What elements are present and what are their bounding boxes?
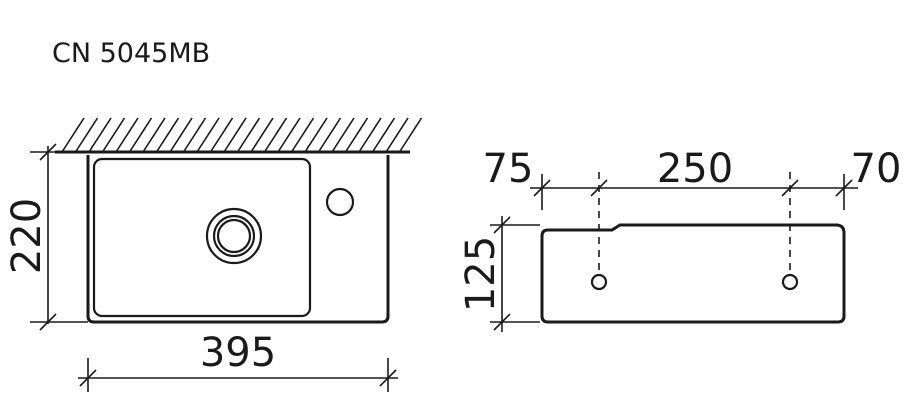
hatch-line [250, 117, 274, 153]
basin-outline [86, 155, 390, 324]
hatch-line [61, 117, 85, 153]
hatch-line [209, 117, 234, 153]
drain-core-icon [216, 218, 252, 254]
depth-label: 220 [4, 198, 50, 274]
width-label: 395 [200, 330, 276, 376]
wall-hatch [61, 117, 423, 153]
hatch-line [155, 117, 180, 153]
tick-hole-left [590, 179, 608, 197]
left-offset-label: 75 [483, 146, 534, 192]
tap-hole-icon [325, 187, 355, 217]
width-tick-left [79, 369, 97, 387]
top-view: 220 395 [4, 117, 423, 392]
hatch-line [74, 117, 99, 153]
hatch-line [304, 117, 328, 153]
hatch-line [101, 117, 126, 153]
height-label: 125 [458, 236, 504, 312]
hatch-line [263, 117, 288, 153]
drain-outer-icon [205, 207, 263, 265]
tick-right-edge [835, 179, 853, 197]
mounting-hole-right-icon [781, 273, 799, 291]
depth-tick-bottom [39, 313, 57, 331]
hatch-line [317, 117, 342, 153]
side-body-outline [540, 223, 846, 324]
hatch-line [115, 117, 139, 153]
hatch-line [169, 117, 193, 153]
hatch-line [128, 117, 153, 153]
side-view: 75 250 70 125 [458, 146, 901, 332]
basin-bowl [92, 157, 312, 318]
hatch-line [142, 117, 166, 153]
height-tick-bottom [493, 313, 511, 331]
hatch-line [398, 117, 423, 153]
hatch-line [88, 117, 112, 153]
hatch-line [358, 117, 382, 153]
mounting-hole-left-icon [590, 273, 608, 291]
right-offset-label: 70 [851, 146, 902, 192]
width-tick-right [379, 369, 397, 387]
depth-tick-top [39, 143, 57, 161]
hatch-line [196, 117, 220, 153]
hatch-line [331, 117, 355, 153]
hatch-line [290, 117, 315, 153]
hatch-line [182, 117, 207, 153]
hatch-line [277, 117, 301, 153]
height-tick-top [493, 216, 511, 234]
hatch-line [344, 117, 369, 153]
hatch-line [385, 117, 409, 153]
model-title: CN 5045MB [52, 38, 210, 69]
hatch-line [371, 117, 396, 153]
tick-hole-right [781, 179, 799, 197]
hatch-line [236, 117, 261, 153]
tick-left-edge [533, 179, 551, 197]
drain-inner-icon [212, 214, 256, 258]
hole-spacing-label: 250 [657, 146, 733, 192]
hatch-line [223, 117, 247, 153]
